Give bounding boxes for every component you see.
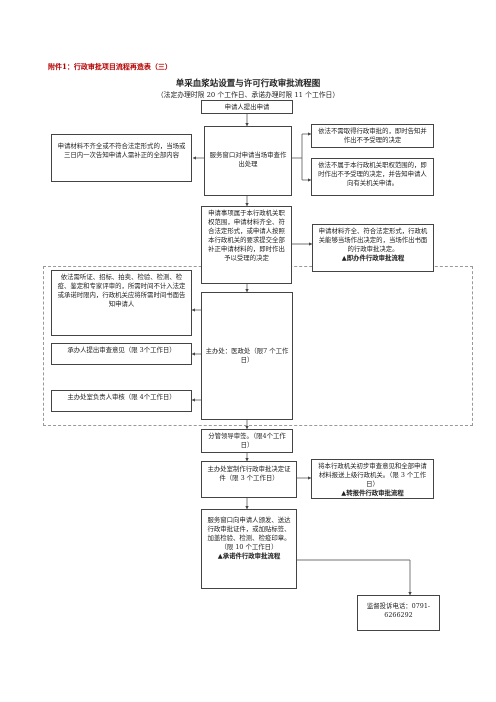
instant-desc: 申请材料齐全、符合法定形式，行政机关能够当场作出决定的，当场作出书面的行政审批决…: [318, 227, 428, 253]
incomplete-node: 申请材料不齐全或不符合法定形式的，当场或三日内一次告知申请人需补正的全部内容: [51, 134, 192, 182]
window-node: 服务窗口对申请当场审查作出处理: [204, 126, 292, 196]
no-approval-node: 依法不需取得行政审批的，即时告知并作出不予受理的决定: [311, 124, 434, 148]
attachment-label: 附件1：行政审批项目流程再造表（三）: [48, 62, 172, 71]
apply-node: 申请人提出申请: [201, 100, 293, 114]
report-node: 将本行政机关初步审查意见和全部申请材料报送上级行政机关。（限 3 个工作日） ▲…: [311, 459, 434, 499]
hearing-node: 依法需听证、招标、拍卖、检验、检测、检疫、鉴定和专家评审的，所需时间不计入法定或…: [51, 270, 192, 336]
issue-node: 服务窗口向申请人颁发、送达行政审批证件，或加贴标签、加盖检验、检测、检疫印章。（…: [201, 509, 297, 589]
supervision-node: 监督投诉电话：0791-6266292: [357, 595, 440, 631]
dept-head-node: 主办处室负责人审核（限 4个工作日）: [51, 390, 192, 412]
instant-node: 申请材料齐全、符合法定形式，行政机关能够当场作出决定的，当场作出书面的行政审批决…: [312, 224, 434, 272]
page-title: 单采血浆站设置与许可行政审批流程图: [175, 79, 321, 89]
promise-label: ▲承诺件行政审批流程: [217, 552, 281, 560]
instant-label: ▲即办件行政审批流程: [341, 254, 405, 262]
accepted-node: 申请事项属于本行政机关职权范围，申请材料齐全、符合法定形式，或申请人按照本行政机…: [201, 206, 292, 284]
report-desc: 将本行政机关初步审查意见和全部申请材料报送上级行政机关。（限 3 个工作日）: [318, 462, 427, 488]
certificate-node: 主办处室制作行政审批决定证件（限 3 个工作日）: [201, 461, 297, 498]
report-label: ▲转报件行政审批流程: [341, 489, 404, 497]
leader-node: 分管领导审签。（限4个工作日）: [201, 429, 293, 453]
issue-desc: 服务窗口向申请人颁发、送达行政审批证件，或加贴标签、加盖检验、检测、检疫印章。（…: [207, 516, 291, 551]
main-dept-node: 主办处：医政处（限7 个工作日）: [201, 292, 293, 420]
undertaker-node: 承办人提出审查意见（限 3个工作日）: [51, 343, 192, 365]
page-subtitle: （法定办理时限 20 个工作日、承诺办理时限 11 个工作日）: [156, 91, 340, 99]
not-scope-node: 依法不属于本行政机关职权范围的，即时作出不予受理的决定，并告知申请人向有关机关申…: [311, 158, 434, 196]
